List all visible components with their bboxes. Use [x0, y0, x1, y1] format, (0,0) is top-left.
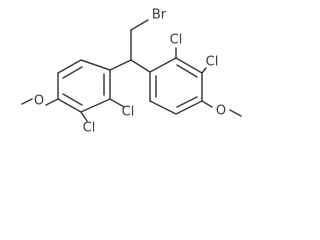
bond-left-ring-b-inner: [62, 66, 83, 79]
bond-right-ring-d-inner: [176, 96, 198, 108]
bond-left-ring-a: [80, 59, 111, 71]
bond-right-ring-b-inner: [176, 64, 198, 78]
bond-ch2-br: [130, 19, 149, 31]
atom-label-cl-right-lower: Cl: [206, 55, 219, 70]
bond-right-ring-d: [175, 100, 203, 115]
bond-ch-right-ring: [130, 59, 151, 73]
bond-right-ring-o: [201, 100, 213, 108]
bond-left-cl-upper: [109, 98, 125, 108]
bond-right-ring-e: [149, 100, 177, 115]
atom-label-cl-right-upper: Cl: [170, 33, 183, 48]
bond-right-cl-lower: [201, 67, 207, 74]
bond-ch-left-ring: [109, 59, 132, 71]
bond-left-o-methyl: [21, 98, 33, 105]
atom-label-br: Br: [152, 8, 167, 23]
bond-left-cl-lower: [80, 111, 88, 122]
atom-label-o-left: O: [34, 94, 44, 109]
atom-label-o-right: O: [216, 104, 226, 119]
bond-right-ring-a: [149, 57, 177, 73]
bond-left-ring-b: [57, 59, 82, 74]
atom-label-cl-left-lower: Cl: [83, 121, 96, 136]
bond-left-ring-d-inner: [62, 93, 83, 106]
atom-label-cl-left-upper: Cl: [122, 105, 135, 120]
bond-right-ring-b: [175, 57, 203, 74]
chemical-structure-diagram: Br Cl Cl O Cl Cl O: [21, 8, 242, 136]
bond-left-ring-e: [80, 98, 111, 113]
bond-right-o-methyl: [229, 109, 242, 117]
bond-left-ring-d: [57, 98, 82, 113]
bond-left-ring-o: [45, 98, 59, 106]
